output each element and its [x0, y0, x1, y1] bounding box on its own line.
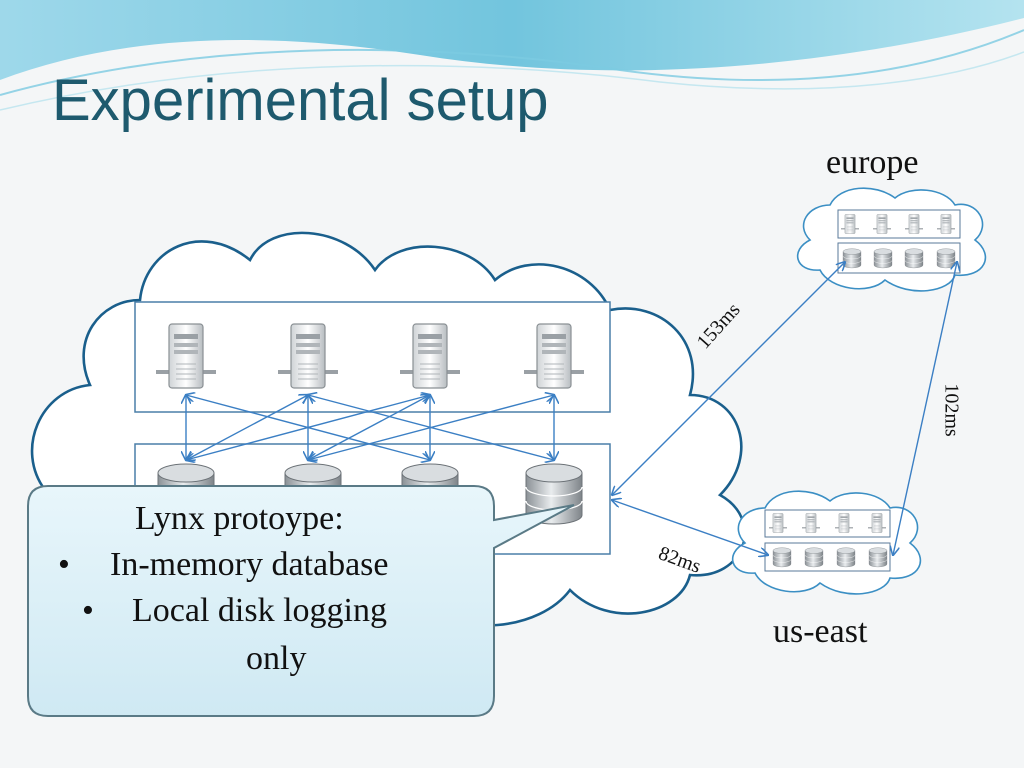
bullet-text: Local disk logging [132, 592, 387, 629]
callout-continuation: only [246, 640, 307, 677]
europe-server-rack [837, 209, 961, 239]
bullet-marker: • [82, 592, 94, 629]
link-main-europe [612, 262, 845, 495]
us-east-server-rack [764, 509, 891, 538]
region-label-europe: europe [826, 144, 919, 181]
callout-bubble [27, 485, 575, 717]
database-icon [904, 248, 924, 269]
main-connections [186, 395, 554, 460]
europe-cloud [796, 187, 987, 292]
callout-title: Lynx protoype: [135, 500, 344, 537]
link-europe-us-east [893, 262, 957, 555]
database-icon [868, 547, 888, 568]
database-icon [804, 547, 824, 568]
link-main-us-east [612, 500, 768, 555]
callout: Lynx protoype: • In-memory database • Lo… [30, 488, 492, 714]
database-icon [842, 248, 862, 269]
database-icon [772, 547, 792, 568]
bullet-text: In-memory database [110, 546, 389, 583]
region-label-us-east: us-east [773, 613, 868, 650]
database-icon [836, 547, 856, 568]
inter-datacenter-links [612, 262, 957, 555]
bullet-marker: • [58, 546, 70, 583]
database-icon [936, 248, 956, 269]
slide-title: Experimental setup [52, 68, 549, 133]
database-icon [873, 248, 893, 269]
header-waves [0, 0, 1024, 111]
latency-label-europe-us-east: 102ms [940, 383, 963, 437]
